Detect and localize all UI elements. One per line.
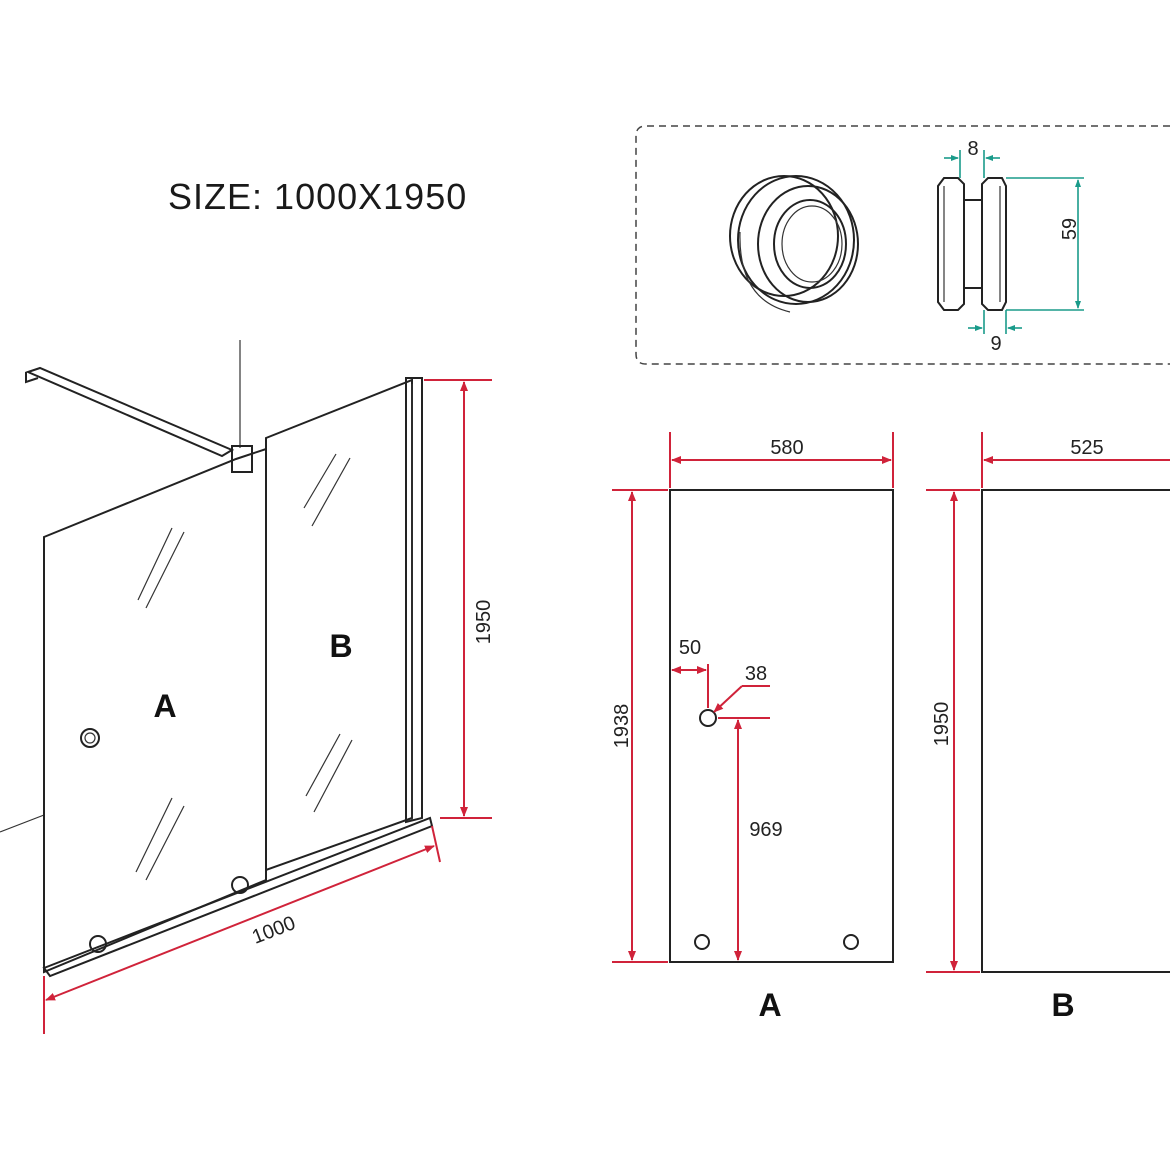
panel-b-height-text: 1950 [931, 702, 953, 747]
size-label: SIZE [168, 176, 253, 217]
panel-b-elevation [926, 432, 1170, 973]
perspective-height-text: 1950 [473, 600, 495, 645]
panel-a-width-text: 580 [770, 437, 803, 459]
wall-profile [405, 377, 423, 824]
panel-b-width-text: 525 [1070, 437, 1103, 459]
panel-b-glass [265, 378, 413, 872]
handle-knob [80, 728, 100, 748]
panel-a-height-text: 1938 [611, 704, 633, 749]
panel-a-roller-hole-left [694, 934, 710, 950]
perspective-height-dimension [424, 379, 492, 819]
detail-thickness-top: 8 [967, 138, 978, 160]
glass-reflection-b [303, 453, 353, 813]
panel-a-elevation [612, 432, 894, 963]
size-title: SIZE: 1000X1950 [168, 176, 467, 218]
panel-b-label: B [329, 628, 352, 664]
detail-dimensions [944, 150, 1084, 334]
size-separator: : [252, 176, 264, 217]
perspective-width-text: 1000 [249, 912, 298, 948]
panel-a-roller-hole-right [843, 934, 859, 950]
knob-side-section [937, 177, 1007, 311]
perspective-width-dimension [43, 825, 441, 1034]
knob-3d-icon [729, 175, 859, 313]
panel-a-drawing-label: A [758, 987, 781, 1023]
size-value: 1000X1950 [274, 176, 468, 217]
panel-b-outline [981, 489, 1170, 973]
panel-a-hole-offset-text: 50 [679, 637, 701, 659]
floor-line [0, 814, 45, 833]
detail-diameter: 59 [1059, 218, 1081, 240]
detail-thickness-bottom: 9 [990, 333, 1001, 355]
panel-a-hole-diameter-text: 38 [745, 663, 767, 685]
panel-a-hole-height-text: 969 [749, 819, 782, 841]
panel-a-label: A [153, 688, 176, 724]
bottom-rail [42, 816, 434, 978]
handle-detail-box: 8 9 59 [635, 125, 1170, 365]
panel-a-outline [669, 489, 894, 963]
perspective-view: A B 1950 1000 [0, 340, 495, 1034]
panel-b-drawing-label: B [1051, 987, 1074, 1023]
panel-a-handle-hole [699, 709, 717, 727]
stabilizer-bar [25, 366, 253, 473]
